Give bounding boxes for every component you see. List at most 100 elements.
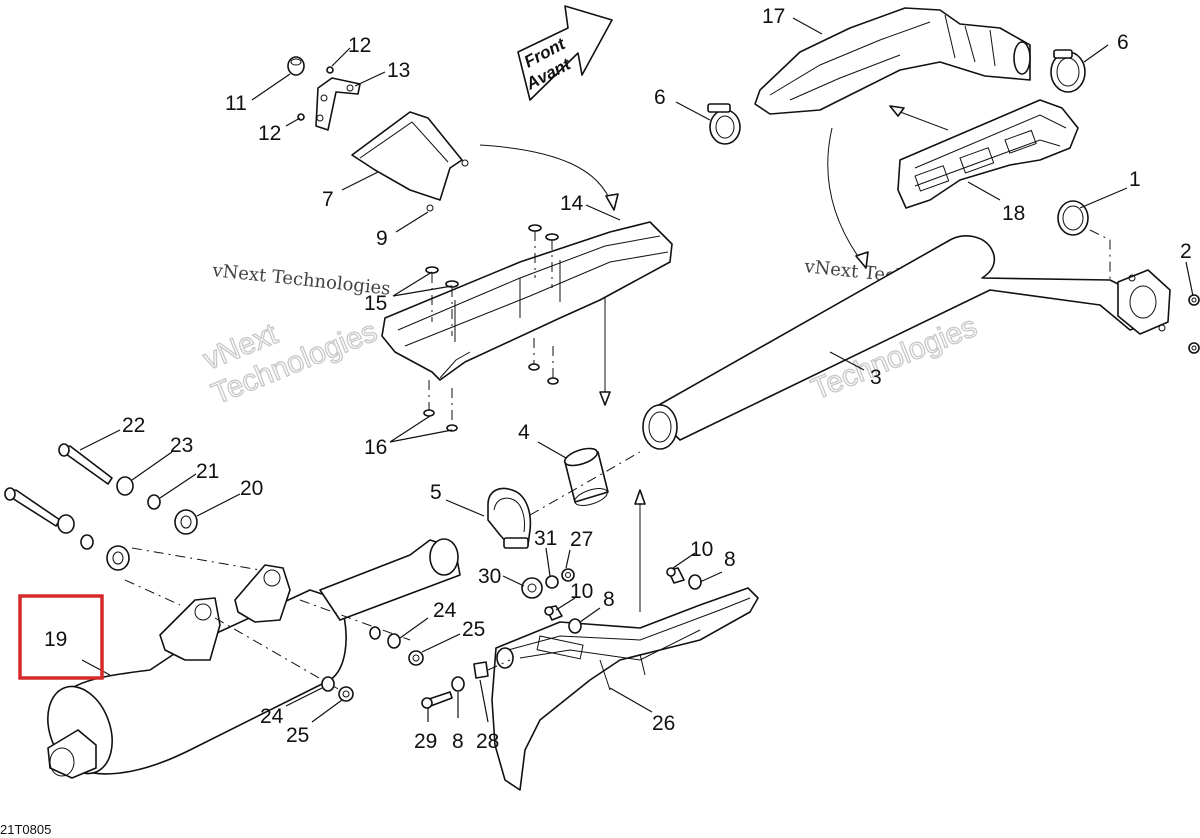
callout-7: 7 [322,188,334,211]
bolt-22-top [58,443,113,485]
arrow-head-top [605,193,619,211]
dashline-19-b [131,547,261,571]
callout-6-left: 6 [654,86,666,109]
bolt-22-bottom [4,487,61,527]
bolt-29 [421,691,453,709]
leader-lines [79,17,1194,723]
heat-shield-18 [897,99,1079,209]
callout-3: 3 [870,366,882,389]
callout-31: 31 [534,527,557,550]
dashline-28 [487,659,511,671]
arrow-head-up [634,489,646,505]
bolt-10-middle [544,605,563,621]
arrow-line-18 [894,109,949,131]
heat-shield-7 [351,111,469,212]
highlight-box-19 [18,594,104,680]
callout-8-lower: 8 [452,730,464,753]
front-direction-arrow: Front Avant [517,5,613,101]
washer-24-upper-a [369,626,381,640]
heat-shield-26 [491,587,759,791]
callout-13: 13 [387,59,410,82]
gasket-1 [1057,200,1089,236]
washer-8-middle [568,618,582,634]
callout-9: 9 [376,227,388,250]
clamp-6-left [707,103,741,145]
bracket-13 [315,77,361,131]
drawing-code: 21T0805 [0,822,51,837]
arrow-head-18 [889,105,905,117]
grommet-30 [521,577,543,599]
callout-10-right: 10 [690,538,713,561]
nut-25-lower [338,686,354,702]
clamp-6-right [1050,49,1086,93]
arrow-curve-top [479,144,613,206]
screws-15 [425,224,559,336]
callout-labels: 1 2 3 4 5 6 6 7 8 8 8 9 10 10 11 12 12 1… [44,5,1192,753]
bolt-10-right [666,567,685,584]
arrow-curve-right [827,127,863,263]
spacer-28 [473,661,489,679]
spacer-21-bottom [80,534,94,550]
grommet-20-bottom [106,545,130,571]
dashline-gasket [1089,229,1111,280]
heat-shield-14 [381,221,673,381]
callout-27: 27 [570,528,593,551]
callout-29: 29 [414,730,437,753]
callout-22: 22 [122,414,145,437]
callout-28: 28 [476,730,499,753]
watermark-left: vNext Technologies vNext Technologies [198,260,392,412]
callout-16: 16 [364,436,387,459]
callout-26: 26 [652,712,675,735]
dashline-19-c [214,617,341,691]
callout-14: 14 [560,192,584,215]
arrow-head-down [599,391,611,406]
muffler-17 [754,7,1031,115]
spacer-21-top [147,494,161,510]
callout-10-middle: 10 [570,580,593,603]
dashline-19-d [299,599,411,641]
callout-12-bottom: 12 [258,122,281,145]
callout-17: 17 [762,5,785,28]
callout-19: 19 [44,628,67,651]
callout-21: 21 [196,460,219,483]
spacer-31 [545,575,559,589]
washer-24-lower [321,676,335,692]
sleeve-4 [563,447,609,506]
callout-18: 18 [1002,202,1025,225]
washer-23-bottom [57,514,75,534]
callout-1: 1 [1129,168,1141,191]
nut-25-upper [408,650,424,666]
callout-24-lower: 24 [260,705,284,728]
callout-2: 2 [1180,240,1192,263]
washer-24-upper-b [387,633,401,649]
callout-30: 30 [478,565,501,588]
clamp-5 [487,487,532,549]
grommet-11 [287,56,305,76]
callout-23: 23 [170,434,193,457]
nuts-16 [423,338,559,432]
washer-8-right [688,574,702,590]
callout-25-upper: 25 [462,618,485,641]
callout-6-right: 6 [1117,31,1129,54]
muffler-19 [47,538,461,779]
callout-4: 4 [518,421,530,444]
nut-27 [561,568,575,582]
callout-12-top: 12 [348,34,371,57]
callout-8-middle: 8 [603,588,615,611]
screw-12-top [326,66,334,74]
callout-20: 20 [240,477,263,500]
studs-2 [1188,294,1200,354]
header-pipe-3 [642,235,1171,450]
callout-8-right: 8 [724,548,736,571]
washer-8-lower [451,676,465,692]
callout-25-lower: 25 [286,724,309,747]
callout-15: 15 [364,292,387,315]
dashline-19-a [124,579,181,606]
callout-5: 5 [430,481,442,504]
arrow-head-curve-right [855,251,869,269]
washer-23-top [116,476,134,496]
grommet-20-top [174,509,198,535]
callout-11: 11 [225,92,247,115]
callout-24-upper: 24 [433,599,457,622]
